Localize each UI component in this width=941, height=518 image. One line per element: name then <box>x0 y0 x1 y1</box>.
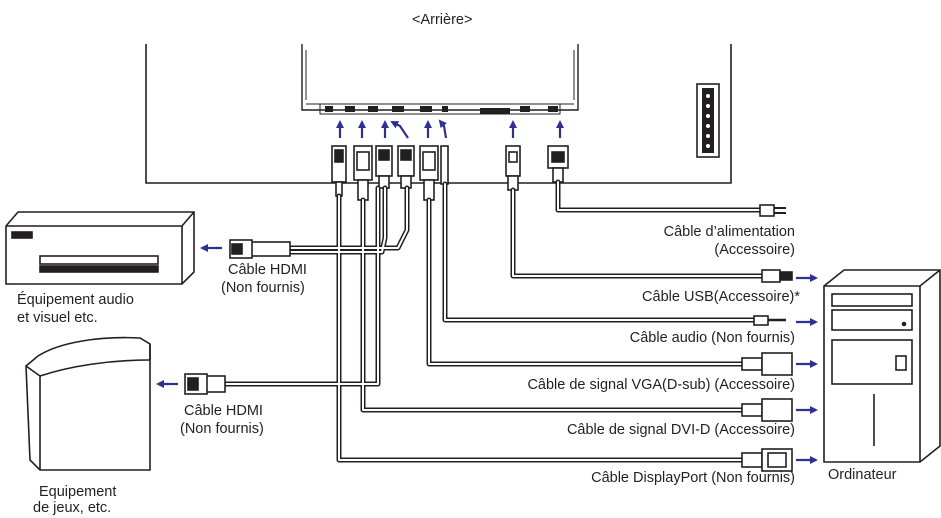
hdmi-plugs <box>184 239 291 395</box>
game-device-label-1: Equipement <box>39 484 117 500</box>
computer-label: Ordinateur <box>828 467 897 483</box>
av-device-label-1: Équipement audio <box>17 292 134 308</box>
cable-cores <box>224 181 763 461</box>
device-arrows <box>156 244 222 388</box>
vga-cable-label: Câble de signal VGA(D-sub) (Accessoire) <box>527 377 795 393</box>
hdmi-label-2a: Câble HDMI <box>184 403 263 419</box>
av-device-label-2: et visuel etc. <box>17 310 98 326</box>
pc-arrows <box>796 274 818 464</box>
computer-icon <box>823 269 941 463</box>
av-device-icon <box>5 211 195 285</box>
game-device-label-2: de jeux, etc. <box>33 500 112 516</box>
audio-cable-label: Câble audio (Non fournis) <box>629 330 795 346</box>
dvi-cable-label: Câble de signal DVI-D (Accessoire) <box>566 422 795 438</box>
port-arrows <box>336 119 564 139</box>
power-cable-label-1: Câble d’alimentation <box>663 224 795 240</box>
monitor-plugs <box>331 145 569 201</box>
dp-cable-label: Câble DisplayPort (Non fournis) <box>591 470 795 486</box>
page-title: <Arrière> <box>412 12 473 28</box>
hdmi-label-2b: (Non fournis) <box>180 421 264 437</box>
monitor-rear <box>145 44 732 184</box>
pc-plugs <box>741 204 793 472</box>
usb-cable-label: Câble USB(Accessoire)* <box>642 289 800 305</box>
power-cable-label-2: (Accessoire) <box>714 242 795 258</box>
game-console-icon <box>25 336 151 471</box>
hdmi-label-1a: Câble HDMI <box>228 262 307 278</box>
hdmi-label-1b: (Non fournis) <box>221 280 305 296</box>
